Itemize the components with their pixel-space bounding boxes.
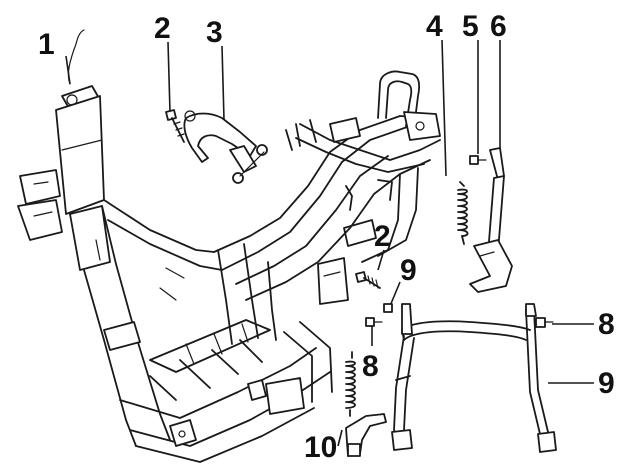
callout-8-right: 8 (598, 308, 615, 341)
leader-lines (65, 39, 594, 447)
callout-3: 3 (206, 16, 223, 49)
pin-8-left (365, 317, 383, 327)
washer (383, 303, 393, 313)
frame-front-section (17, 29, 171, 447)
callout-6: 6 (490, 10, 507, 43)
callout-1: 1 (38, 28, 55, 61)
callout-9-stand: 9 (598, 367, 615, 400)
stand-spring-lower (345, 351, 387, 457)
main-frame (103, 70, 441, 463)
stand-spring-upper (457, 181, 469, 245)
callout-4: 4 (426, 10, 443, 43)
main-stand (391, 303, 557, 453)
callout-9-washer: 9 (400, 254, 417, 287)
bolt-top (165, 109, 185, 143)
callout-5: 5 (462, 10, 479, 43)
pin-5 (469, 155, 487, 165)
side-stand (469, 147, 513, 293)
callout-10: 10 (304, 431, 337, 464)
pin-8-right (535, 317, 554, 328)
engine-hanger-bracket (183, 110, 268, 184)
callout-2-stand-bolt: 2 (374, 220, 391, 253)
bolt-lower (355, 271, 381, 289)
callout-2-bolt: 2 (154, 12, 171, 45)
callout-8-left: 8 (362, 350, 379, 383)
